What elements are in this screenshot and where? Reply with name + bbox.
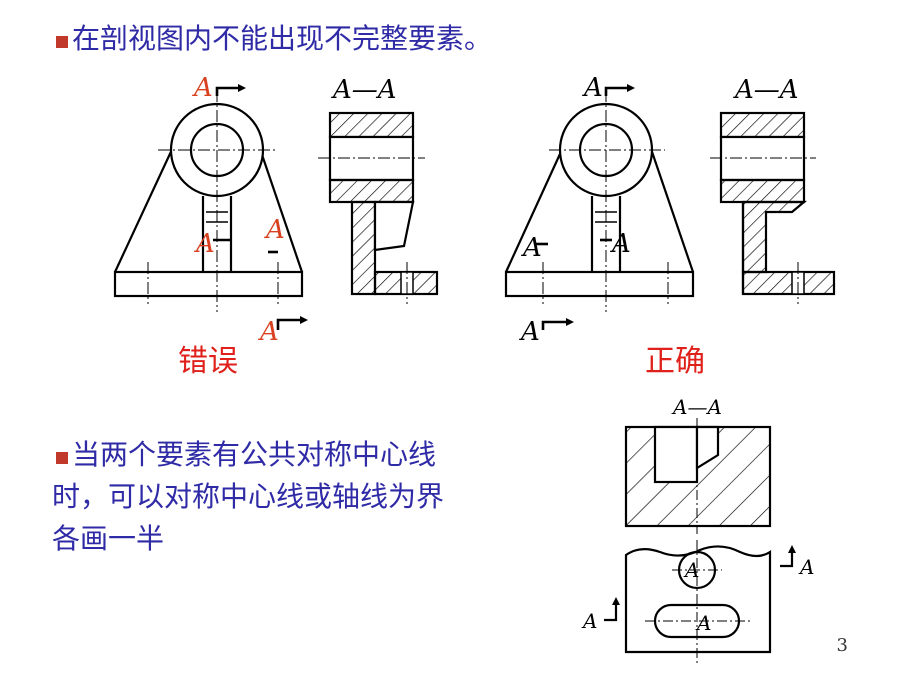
example-top-centerlines: [645, 540, 750, 665]
wrong-label-a-mid: A: [194, 229, 215, 259]
wrong-section-title: A—A: [331, 75, 397, 105]
bullet-2-line-3: 各画一半: [52, 522, 165, 555]
example-label-a-slot: A: [695, 611, 711, 635]
bullet-marker-2: [56, 452, 68, 464]
example-label-a-circle: A: [683, 558, 699, 582]
example-section-view: [624, 425, 772, 528]
wrong-front-centerlines: [147, 90, 279, 312]
correct-section-title: A—A: [733, 75, 799, 105]
caption-correct: 正确: [645, 344, 705, 379]
wrong-arrow-top: [238, 84, 246, 92]
example-arrow-left: [612, 597, 620, 605]
wrong-section-view: [328, 111, 439, 296]
example-cutting-plane: [604, 553, 794, 622]
wrong-cutting-plane: [213, 86, 300, 330]
correct-label-a-top: A: [582, 73, 603, 103]
wrong-section-centerlines: [318, 157, 425, 304]
caption-wrong: 错误: [178, 344, 238, 379]
example-arrow-right: [788, 545, 796, 553]
example-section-title: A—A: [671, 395, 722, 419]
bullet-marker-1: [56, 36, 68, 48]
correct-front-centerlines: [542, 90, 669, 312]
correct-front-view: [504, 102, 695, 298]
example-label-a-left: A: [581, 609, 597, 633]
correct-cutting-plane: [536, 86, 627, 330]
correct-section-view: [719, 111, 836, 296]
page-number: 3: [836, 635, 848, 656]
bullet-2-line-1: 当两个要素有公共对称中心线: [72, 438, 437, 471]
correct-label-a-bottom: A: [519, 317, 540, 347]
example-label-a-right: A: [798, 555, 814, 579]
correct-arrow-bottom: [566, 318, 574, 326]
bullet-1-text: 在剖视图内不能出现不完整要素。: [72, 22, 493, 55]
wrong-label-a-bottom: A: [258, 317, 279, 347]
wrong-label-a-right: A: [264, 215, 285, 245]
wrong-label-a-top: A: [192, 73, 213, 103]
correct-label-a-mid: A: [610, 229, 631, 259]
wrong-arrow-bottom: [300, 316, 308, 324]
correct-label-a-left: A: [521, 233, 542, 263]
wrong-front-view: [113, 102, 304, 298]
bullet-2-line-2: 时，可以对称中心线或轴线为界: [52, 480, 445, 513]
correct-section-centerlines: [710, 157, 816, 304]
correct-arrow-top: [627, 84, 635, 92]
